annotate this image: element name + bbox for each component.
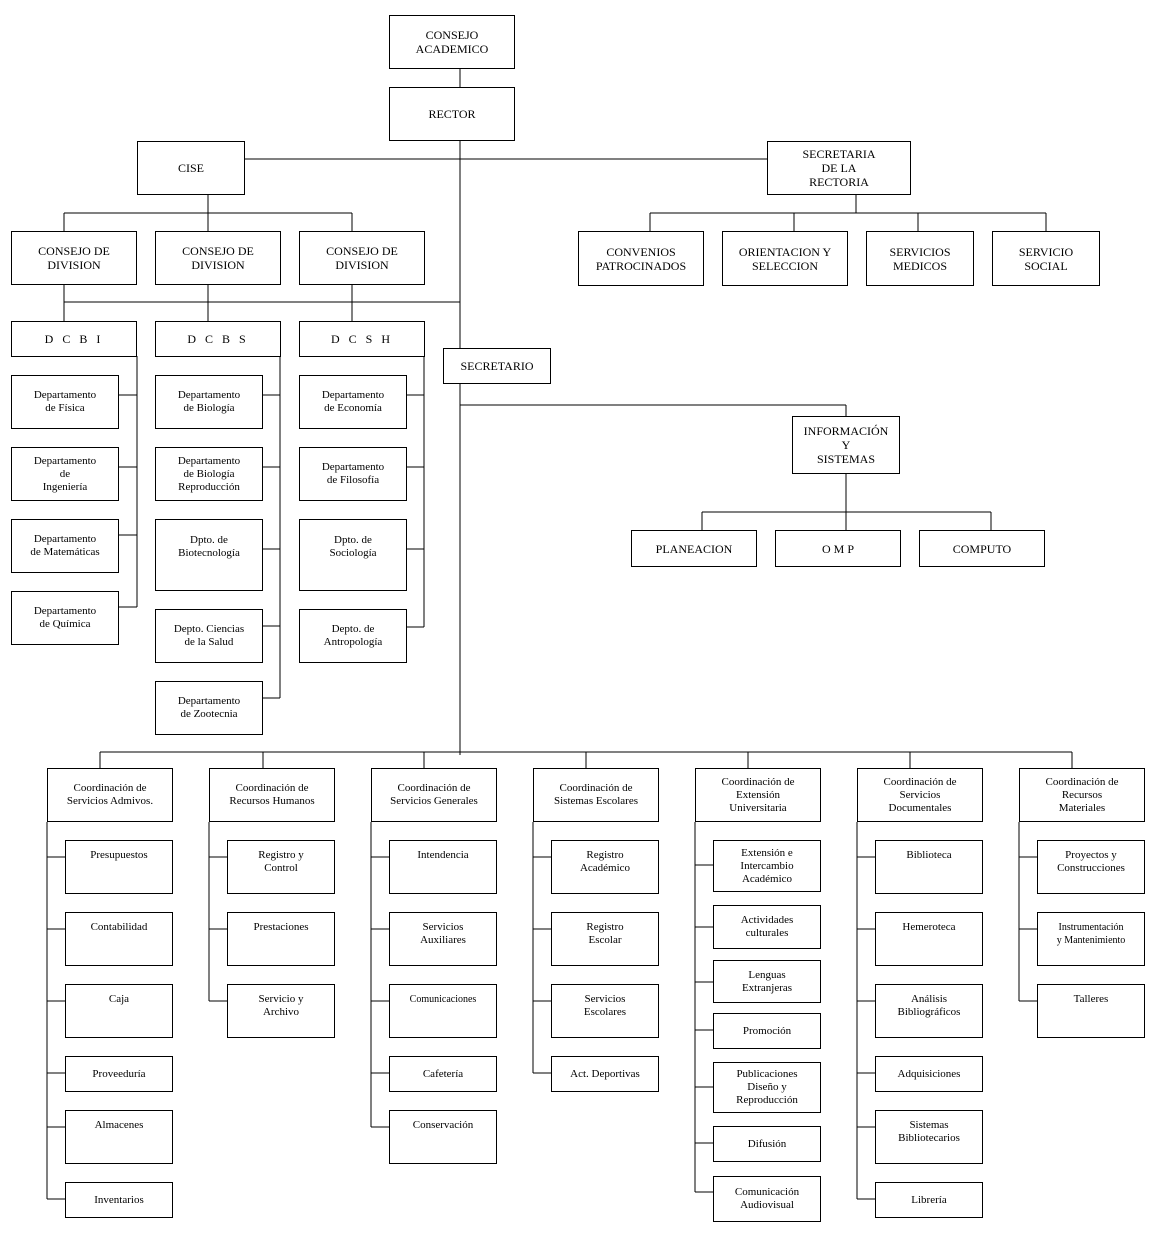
department-box: Departamento de Zootecnia [155,681,263,735]
coordination-header: Coordinación de Extensión Universitaria [695,768,821,822]
unit-box: Sistemas Bibliotecarios [875,1110,983,1164]
department-box: Departamento de Filosofía [299,447,407,501]
department-box: Depto. Ciencias de la Salud [155,609,263,663]
secretaria-unit: SERVICIO SOCIAL [992,231,1100,286]
unit-box: Adquisiciones [875,1056,983,1092]
coordination-header: Coordinación de Sistemas Escolares [533,768,659,822]
secretaria-unit: ORIENTACION Y SELECCION [722,231,848,286]
unit-box: Registro y Control [227,840,335,894]
unit-box: Intendencia [389,840,497,894]
department-box: Dpto. de Biotecnología [155,519,263,591]
unit-box: Hemeroteca [875,912,983,966]
unit-box: Servicios Auxiliares [389,912,497,966]
unit-box: Biblioteca [875,840,983,894]
department-box: Departamento de Matemáticas [11,519,119,573]
secretario-box: SECRETARIO [443,348,551,384]
unit-box: Proyectos y Construcciones [1037,840,1145,894]
division-header: D C B S [155,321,281,357]
informacion-unit: O M P [775,530,901,567]
unit-box: Prestaciones [227,912,335,966]
secretaria-unit: SERVICIOS MEDICOS [866,231,974,286]
department-box: Departamento de Economía [299,375,407,429]
informacion-unit: COMPUTO [919,530,1045,567]
department-box: Departamento de Física [11,375,119,429]
unit-box: Extensión e Intercambio Académico [713,840,821,892]
unit-box: Librería [875,1182,983,1218]
consejo-division-box: CONSEJO DE DIVISION [299,231,425,285]
unit-box: Caja [65,984,173,1038]
consejo-academico-box: CONSEJO ACADEMICO [389,15,515,69]
unit-box: Servicio y Archivo [227,984,335,1038]
informacion-sistemas-box: INFORMACIÓN Y SISTEMAS [792,416,900,474]
unit-box: Inventarios [65,1182,173,1218]
coordination-header: Coordinación de Servicios Admivos. [47,768,173,822]
unit-box: Comunicación Audiovisual [713,1176,821,1222]
coordination-header: Coordinación de Recursos Humanos [209,768,335,822]
unit-box: Difusión [713,1126,821,1162]
unit-box: Proveeduría [65,1056,173,1092]
unit-box: Cafetería [389,1056,497,1092]
coordination-header: Coordinación de Recursos Materiales [1019,768,1145,822]
division-header: D C B I [11,321,137,357]
department-box: Departamento de Biología [155,375,263,429]
cise-box: CISE [137,141,245,195]
unit-box: Talleres [1037,984,1145,1038]
unit-box: Act. Deportivas [551,1056,659,1092]
unit-box: Promoción [713,1013,821,1049]
unit-box: Instrumentación y Mantenimiento [1037,912,1145,966]
unit-box: Publicaciones Diseño y Reproducción [713,1062,821,1113]
department-box: Departamento de Biología Reproducción [155,447,263,501]
coordination-header: Coordinación de Servicios Generales [371,768,497,822]
coordination-header: Coordinación de Servicios Documentales [857,768,983,822]
rector-box: RECTOR [389,87,515,141]
unit-box: Lenguas Extranjeras [713,960,821,1003]
consejo-division-box: CONSEJO DE DIVISION [155,231,281,285]
department-box: Departamento de Química [11,591,119,645]
unit-box: Contabilidad [65,912,173,966]
informacion-unit: PLANEACION [631,530,757,567]
secretaria-unit: CONVENIOS PATROCINADOS [578,231,704,286]
department-box: Dpto. de Sociología [299,519,407,591]
department-box: Departamento de Ingeniería [11,447,119,501]
division-header: D C S H [299,321,425,357]
unit-box: Registro Escolar [551,912,659,966]
consejo-division-box: CONSEJO DE DIVISION [11,231,137,285]
unit-box: Conservación [389,1110,497,1164]
unit-box: Actividades culturales [713,905,821,949]
unit-box: Almacenes [65,1110,173,1164]
unit-box: Registro Académico [551,840,659,894]
unit-box: Comunicaciones [389,984,497,1038]
unit-box: Servicios Escolares [551,984,659,1038]
department-box: Depto. de Antropología [299,609,407,663]
unit-box: Análisis Bibliográficos [875,984,983,1038]
secretaria-rectoria-box: SECRETARIA DE LA RECTORIA [767,141,911,195]
unit-box: Presupuestos [65,840,173,894]
